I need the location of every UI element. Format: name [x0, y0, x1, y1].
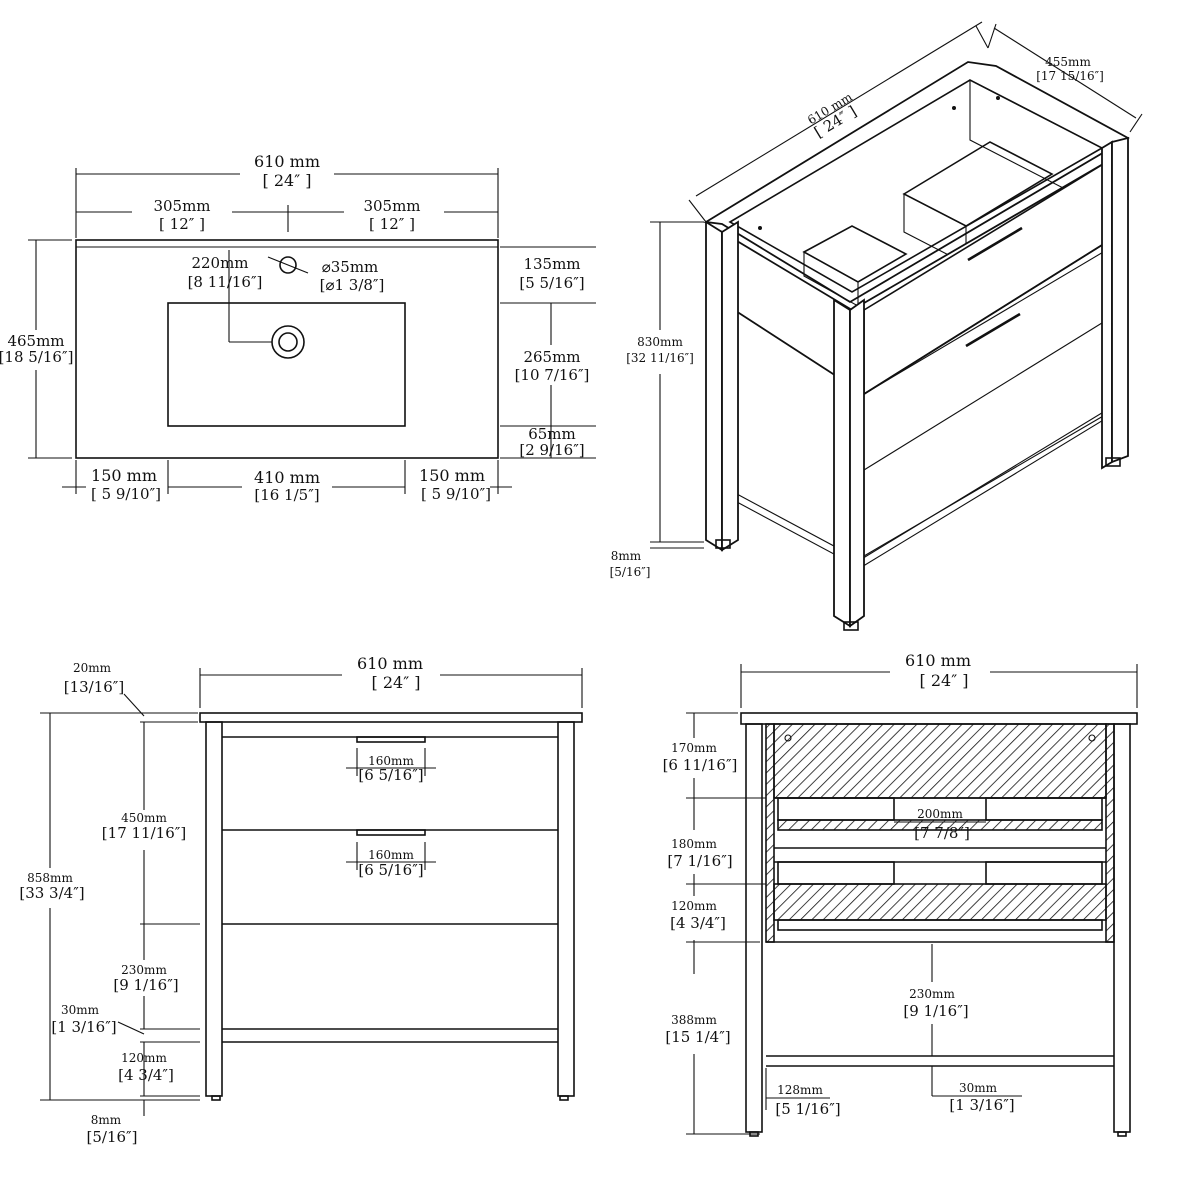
section-view: 610 mm [ 24″ ] 170mm [6 11/16″] 180mm [7… — [663, 651, 1138, 1137]
front-countertop — [199, 712, 583, 723]
iso-depth-mm: 455mm — [1045, 55, 1091, 69]
iso-handle-top — [967, 226, 1023, 262]
faucet-hole — [279, 256, 297, 274]
back-gap-mm: 135mm — [523, 255, 580, 273]
section-d3-mm: 120mm — [671, 899, 717, 913]
front-width-mm: 610 mm — [357, 654, 423, 673]
front-gap-mm: 65mm — [528, 425, 576, 443]
leg-gap-in: [5 1/16″] — [775, 1100, 840, 1118]
drain-inner — [278, 332, 298, 352]
top-drawer-section — [773, 723, 1107, 799]
iso-leg-front — [833, 298, 851, 628]
top-depth-mm: 465mm — [7, 332, 64, 350]
iso-height-mm: 830mm — [637, 335, 683, 349]
drain-outer — [271, 325, 305, 359]
front-view: 610 mm [ 24″ ] 160mm [6 5/16″] 160mm [6 … — [19, 654, 583, 1146]
section-shelf-mm: 30mm — [959, 1081, 998, 1095]
front-leg-right — [557, 721, 575, 1097]
iso-view: 610 mm [ 24″ ] 455mm [17 15/16″] 830mm [… — [610, 21, 1143, 631]
basin-depth-in: [10 7/16″] — [515, 366, 590, 384]
iso-leg-right — [1101, 140, 1113, 470]
front-shelf-mm: 30mm — [61, 1003, 100, 1017]
section-d1-mm: 170mm — [671, 741, 717, 755]
side-right-mm: 150 mm — [419, 466, 485, 485]
front-handle-bottom — [356, 829, 426, 836]
iso-handle-bottom — [965, 312, 1021, 348]
section-countertop — [740, 712, 1138, 725]
front-drawers-in: [17 11/16″] — [102, 824, 186, 842]
section-d4-mm: 388mm — [671, 1013, 717, 1027]
section-shelf-in: [1 3/16″] — [949, 1096, 1014, 1114]
section-leg-left — [745, 723, 763, 1133]
top-depth-in: [18 5/16″] — [0, 348, 73, 366]
leg-gap-mm: 128mm — [777, 1083, 823, 1097]
section-d4-in: [15 1/4″] — [665, 1028, 730, 1046]
handle2-in: [6 5/16″] — [358, 861, 423, 879]
half-right-mm: 305mm — [363, 197, 420, 215]
front-total-in: [33 3/4″] — [19, 884, 84, 902]
faucet-offset-in: [8 11/16″] — [188, 273, 263, 291]
notch-in: [7 7/8″] — [914, 824, 970, 842]
top-width-mm: 610 mm — [254, 152, 320, 171]
section-d1-in: [6 11/16″] — [663, 756, 738, 774]
half-left-mm: 305mm — [153, 197, 210, 215]
basin-outline — [167, 302, 406, 427]
iso-leg-left — [705, 220, 723, 552]
front-width-in: [ 24″ ] — [372, 673, 421, 692]
section-d2-mm: 180mm — [671, 837, 717, 851]
iso-foot-in: [5/16″] — [610, 565, 651, 579]
notch-mm: 200mm — [917, 807, 963, 821]
side-left-in: [ 5 9/10″] — [91, 485, 161, 503]
top-view: 610 mm [ 24″ ] 305mm [ 12″ ] 305mm [ 12″… — [0, 152, 596, 504]
front-bottom-mm: 120mm — [121, 1051, 167, 1065]
front-leg-left — [205, 721, 223, 1097]
iso-depth-in: [17 15/16″] — [1036, 69, 1104, 83]
section-leg-right — [1113, 723, 1131, 1133]
front-open-in: [9 1/16″] — [113, 976, 178, 994]
faucet-offset-mm: 220mm — [191, 254, 248, 272]
side-right-in: [ 5 9/10″] — [421, 485, 491, 503]
iso-height-in: [32 11/16″] — [626, 351, 694, 365]
handle1-in: [6 5/16″] — [358, 766, 423, 784]
front-shelf-in: [1 3/16″] — [51, 1018, 116, 1036]
front-drawers-mm: 450mm — [121, 811, 167, 825]
hole-dia-in: [⌀1 3/8″] — [320, 276, 385, 294]
front-open-mm: 230mm — [121, 963, 167, 977]
basin-depth-mm: 265mm — [523, 348, 580, 366]
front-foot-in: [5/16″] — [87, 1128, 138, 1146]
section-open-mm: 230mm — [909, 987, 955, 1001]
front-bottom-in: [4 3/4″] — [118, 1066, 174, 1084]
countertop-outline — [75, 239, 499, 459]
section-d2-in: [7 1/16″] — [667, 852, 732, 870]
iso-foot-mm: 8mm — [611, 549, 642, 563]
front-foot-mm: 8mm — [91, 1113, 122, 1127]
basin-width-mm: 410 mm — [254, 468, 320, 487]
half-left-in: [ 12″ ] — [159, 215, 205, 233]
front-top-in: [13/16″] — [64, 678, 125, 696]
front-gap-in: [2 9/16″] — [519, 441, 584, 459]
section-width-in: [ 24″ ] — [920, 671, 969, 690]
section-width-mm: 610 mm — [905, 651, 971, 670]
basin-width-in: [16 1/5″] — [254, 486, 319, 504]
back-gap-in: [5 5/16″] — [519, 274, 584, 292]
handle2-mm: 160mm — [368, 848, 414, 862]
half-right-in: [ 12″ ] — [369, 215, 415, 233]
side-left-mm: 150 mm — [91, 466, 157, 485]
front-total-mm: 858mm — [27, 871, 73, 885]
section-open-in: [9 1/16″] — [903, 1002, 968, 1020]
section-d3-in: [4 3/4″] — [670, 914, 726, 932]
hole-dia-mm: ⌀35mm — [322, 258, 379, 276]
front-top-mm: 20mm — [73, 661, 112, 675]
top-width-in: [ 24″ ] — [263, 171, 312, 190]
handle1-mm: 160mm — [368, 754, 414, 768]
bottom-drawer-section — [773, 883, 1107, 921]
front-handle-top — [356, 736, 426, 743]
